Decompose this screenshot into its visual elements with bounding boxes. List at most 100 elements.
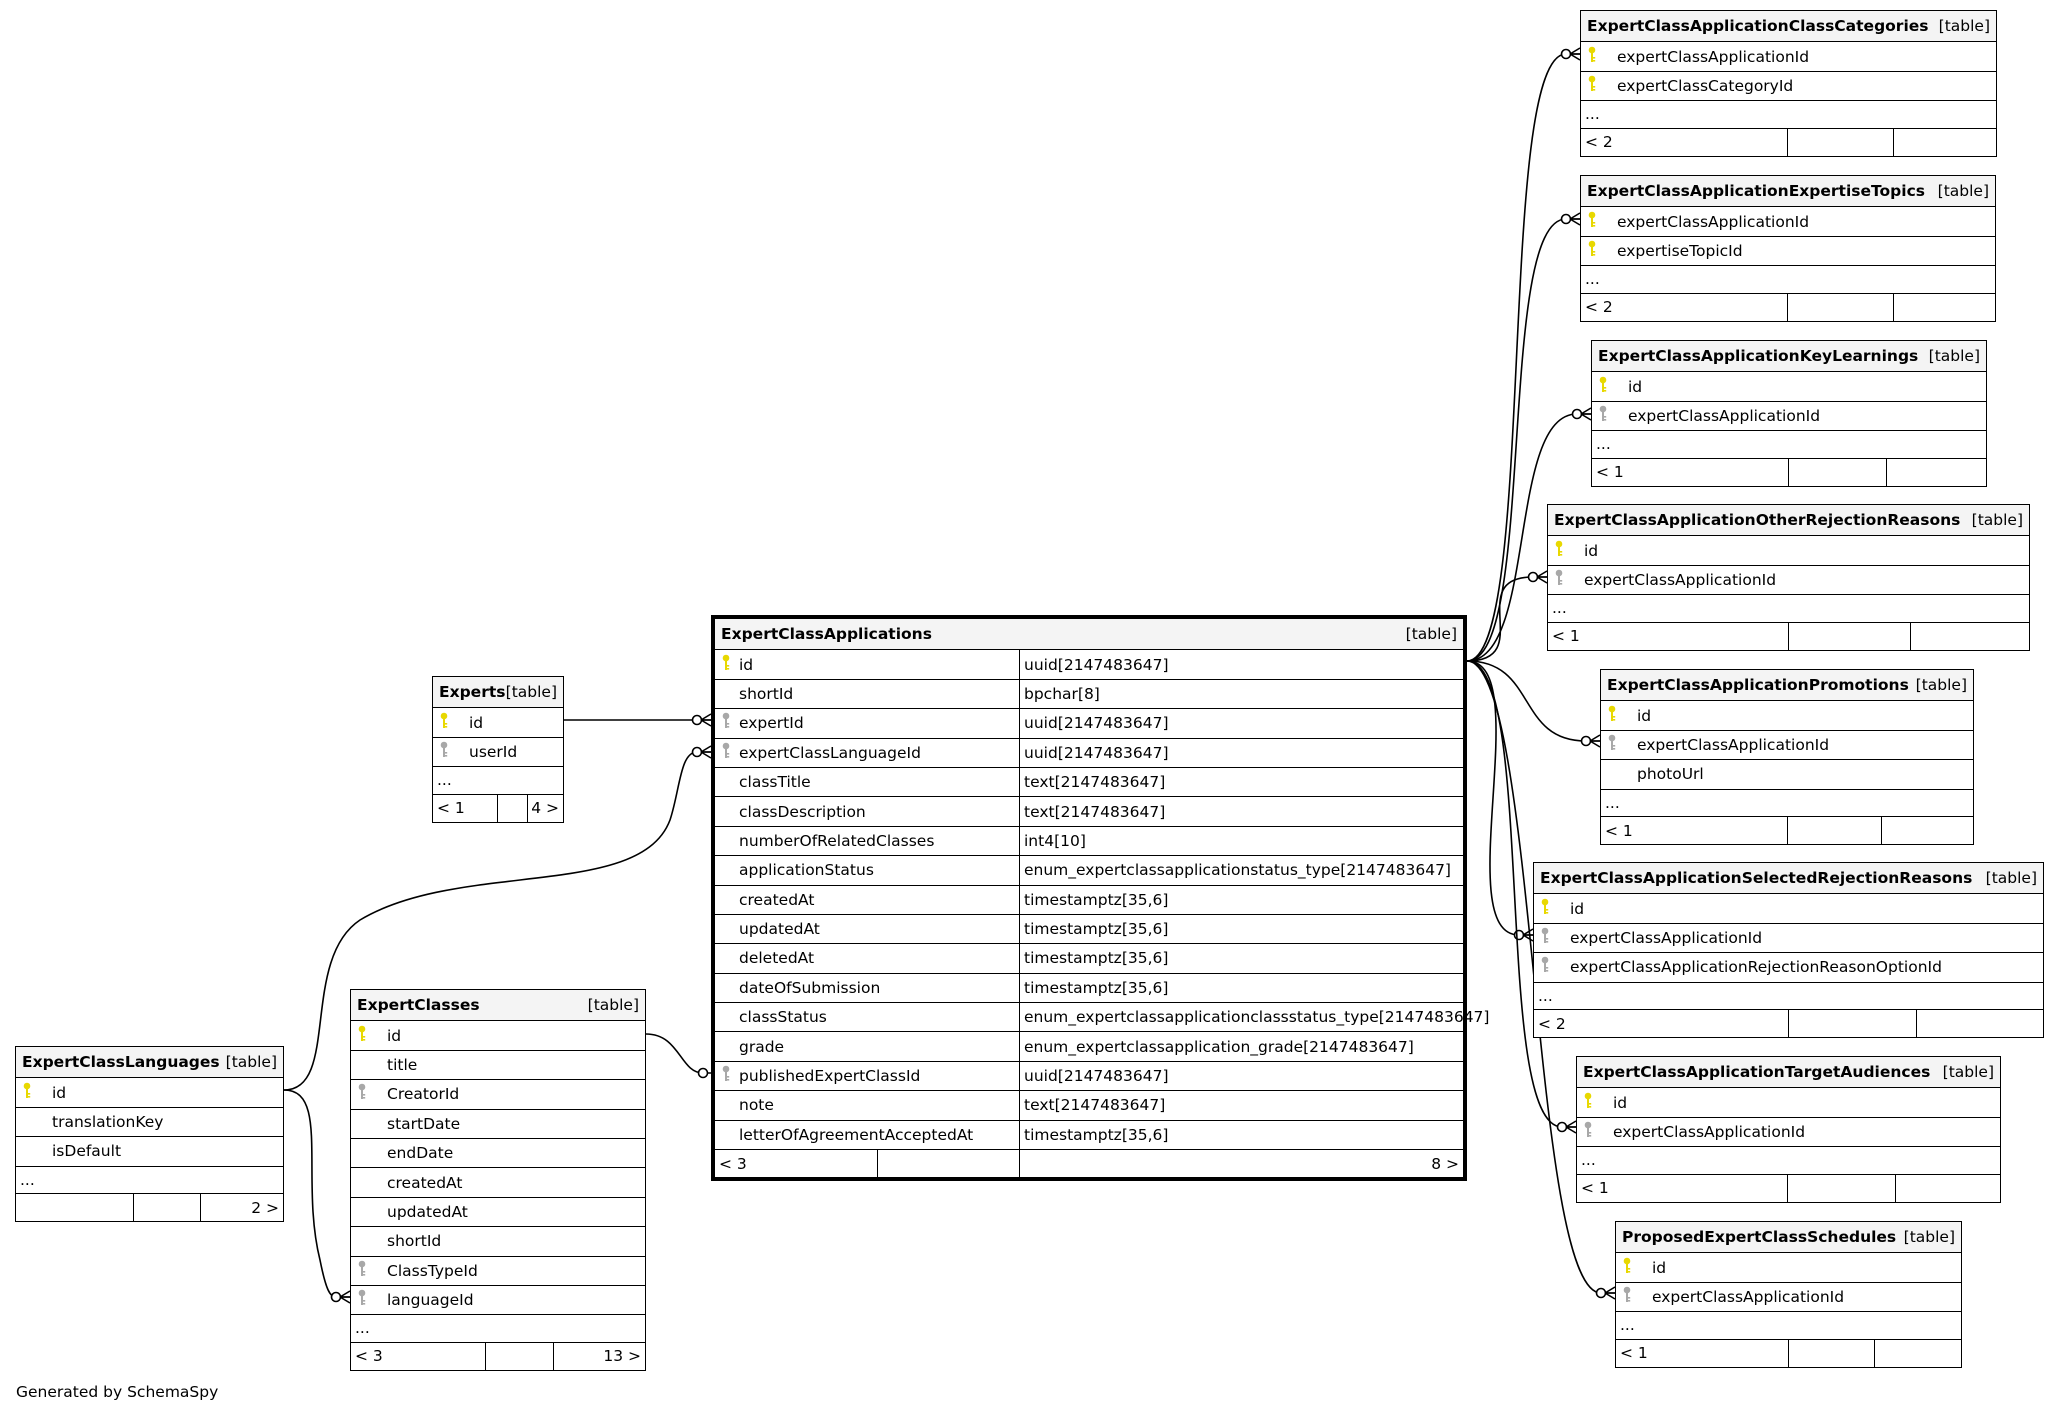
column-row[interactable]: isDefault — [16, 1137, 283, 1167]
table-selectedRejection[interactable]: ExpertClassApplicationSelectedRejectionR… — [1533, 862, 2044, 1039]
more-columns[interactable]: ... — [1592, 431, 1986, 459]
edge-class-categories[interactable] — [1466, 53, 1580, 662]
table-header[interactable]: ExpertClassApplicationSelectedRejectionR… — [1534, 863, 2043, 895]
column-row[interactable]: letterOfAgreementAcceptedAt timestamptz[… — [715, 1120, 1463, 1151]
table-header[interactable]: ExpertClassApplicationPromotions [table] — [1601, 670, 1973, 702]
children-count[interactable] — [1893, 293, 1995, 321]
column-row[interactable]: startDate — [351, 1110, 645, 1139]
column-row[interactable]: expertiseTopicId — [1581, 237, 1995, 267]
column-row[interactable]: applicationStatus enum_expertclassapplic… — [715, 856, 1463, 886]
more-columns[interactable]: ... — [1581, 101, 1996, 129]
column-row[interactable]: title — [351, 1051, 645, 1081]
parents-count[interactable]: < 2 — [1538, 1014, 1566, 1033]
column-row[interactable]: shortId — [351, 1227, 645, 1257]
column-row[interactable]: id — [1548, 536, 2029, 566]
parents-count[interactable]: < 3 — [719, 1154, 747, 1173]
table-keyLearnings[interactable]: ExpertClassApplicationKeyLearnings [tabl… — [1591, 340, 1987, 487]
edge-promotions-crowfoot[interactable] — [1589, 734, 1601, 748]
table-header[interactable]: Experts [table] — [433, 677, 563, 709]
column-row[interactable]: id uuid[2147483647] — [715, 650, 1463, 680]
column-row[interactable]: expertClassApplicationId — [1616, 1283, 1961, 1313]
column-row[interactable]: expertClassApplicationId — [1577, 1118, 2000, 1148]
table-targetAudiences[interactable]: ExpertClassApplicationTargetAudiences [t… — [1576, 1056, 2001, 1203]
parents-count[interactable]: < 2 — [1585, 298, 1613, 317]
edge-target-audiences-crowfoot[interactable] — [1565, 1120, 1577, 1134]
column-row[interactable]: classStatus enum_expertclassapplicationc… — [715, 1003, 1489, 1033]
children-count[interactable]: 8 > — [1019, 1150, 1463, 1178]
parents-count[interactable]: < 1 — [1620, 1344, 1648, 1363]
more-columns[interactable]: ... — [1577, 1147, 2000, 1175]
table-header[interactable]: ProposedExpertClassSchedules [table] — [1616, 1222, 1961, 1254]
edge-language-app-crowfoot[interactable] — [700, 745, 712, 759]
column-row[interactable]: userId — [433, 738, 563, 768]
edge-selected-rejection-crowfoot[interactable] — [1522, 928, 1534, 942]
children-count[interactable]: 4 > — [527, 794, 563, 822]
column-row[interactable]: shortId bpchar[8] — [715, 679, 1463, 710]
more-columns[interactable]: ... — [16, 1167, 283, 1194]
table-experts[interactable]: Experts [table] id userId ... < 1 4 > — [432, 676, 564, 823]
table-header[interactable]: ExpertClassApplicationTargetAudiences [t… — [1577, 1057, 2000, 1089]
children-count[interactable] — [1916, 1009, 2043, 1038]
table-languages[interactable]: ExpertClassLanguages [table] id translat… — [15, 1046, 284, 1223]
column-row[interactable]: expertClassApplicationId — [1534, 924, 2043, 954]
table-header[interactable]: ExpertClassApplicationExpertiseTopics [t… — [1581, 176, 1995, 208]
edge-key-learnings[interactable] — [1466, 413, 1591, 662]
table-classes[interactable]: ExpertClasses [table] id title CreatorId… — [350, 989, 646, 1372]
children-count[interactable] — [1910, 622, 2029, 650]
table-header[interactable]: ExpertClassApplicationOtherRejectionReas… — [1548, 505, 2029, 537]
children-count[interactable]: 13 > — [553, 1342, 645, 1371]
column-row[interactable]: id — [1601, 701, 1973, 731]
table-classCategories[interactable]: ExpertClassApplicationClassCategories [t… — [1580, 10, 1997, 157]
column-row[interactable]: expertClassApplicationId — [1548, 566, 2029, 596]
column-row[interactable]: expertClassApplicationId — [1592, 402, 1986, 432]
more-columns[interactable]: ... — [1601, 790, 1973, 817]
table-promotions[interactable]: ExpertClassApplicationPromotions [table]… — [1600, 669, 1974, 846]
more-columns[interactable]: ... — [1534, 983, 2043, 1010]
column-row[interactable]: expertClassApplicationId — [1581, 42, 1996, 72]
column-row[interactable]: id — [16, 1078, 283, 1108]
column-row[interactable]: id — [1592, 372, 1986, 402]
column-row[interactable]: numberOfRelatedClasses int4[10] — [715, 826, 1463, 857]
table-otherRejection[interactable]: ExpertClassApplicationOtherRejectionReas… — [1547, 504, 2030, 651]
edge-target-audiences[interactable] — [1466, 660, 1576, 1128]
column-row[interactable]: languageId — [351, 1286, 645, 1316]
column-row[interactable]: grade enum_expertclassapplication_grade[… — [715, 1032, 1463, 1062]
column-row[interactable]: expertClassApplicationId — [1581, 207, 1995, 237]
column-row[interactable]: createdAt timestamptz[35,6] — [715, 885, 1463, 915]
children-count[interactable] — [1881, 816, 1973, 845]
table-header[interactable]: ExpertClassApplications [table] — [715, 619, 1463, 651]
table-applications[interactable]: ExpertClassApplications [table] id uuid[… — [711, 615, 1489, 1182]
children-count[interactable] — [1886, 458, 1986, 486]
table-header[interactable]: ExpertClassApplicationClassCategories [t… — [1581, 11, 1996, 43]
column-row[interactable]: updatedAt timestamptz[35,6] — [715, 914, 1463, 945]
children-count[interactable] — [1895, 1174, 2000, 1202]
column-row[interactable]: ClassTypeId — [351, 1257, 645, 1286]
children-count[interactable]: 2 > — [200, 1193, 283, 1222]
column-row[interactable]: publishedExpertClassId uuid[2147483647] — [715, 1061, 1463, 1092]
column-row[interactable]: endDate — [351, 1139, 645, 1169]
parents-count[interactable]: < 3 — [355, 1347, 383, 1366]
column-row[interactable]: id — [1577, 1088, 2000, 1118]
column-row[interactable]: id — [433, 708, 563, 738]
column-row[interactable]: deletedAt timestamptz[35,6] — [715, 944, 1463, 974]
column-row[interactable]: expertClassApplicationId — [1601, 731, 1973, 761]
column-row[interactable]: dateOfSubmission timestamptz[35,6] — [715, 973, 1463, 1004]
parents-count[interactable]: < 2 — [1585, 133, 1613, 152]
edge-language-classes-crowfoot[interactable] — [339, 1290, 351, 1304]
edge-other-rejection-crowfoot[interactable] — [1536, 570, 1548, 584]
edge-other-rejection[interactable] — [1466, 576, 1547, 662]
edge-key-learnings-crowfoot[interactable] — [1580, 407, 1592, 421]
column-row[interactable]: note text[2147483647] — [715, 1091, 1463, 1121]
edge-published-class[interactable] — [645, 1033, 711, 1074]
column-row[interactable]: expertClassLanguageId uuid[2147483647] — [715, 738, 1463, 768]
edge-expertise-topics[interactable] — [1466, 218, 1580, 662]
column-row[interactable]: id — [1534, 894, 2043, 924]
parents-count[interactable]: < 1 — [1605, 821, 1633, 840]
more-columns[interactable]: ... — [1616, 1312, 1961, 1340]
children-count[interactable] — [1874, 1339, 1961, 1367]
column-row[interactable]: expertId uuid[2147483647] — [715, 709, 1463, 739]
table-schedules[interactable]: ProposedExpertClassSchedules [table] id … — [1615, 1221, 1962, 1368]
column-row[interactable]: expertClassApplicationRejectionReasonOpt… — [1534, 953, 2043, 983]
edge-language-classes[interactable] — [283, 1089, 350, 1298]
column-row[interactable]: updatedAt — [351, 1198, 645, 1228]
